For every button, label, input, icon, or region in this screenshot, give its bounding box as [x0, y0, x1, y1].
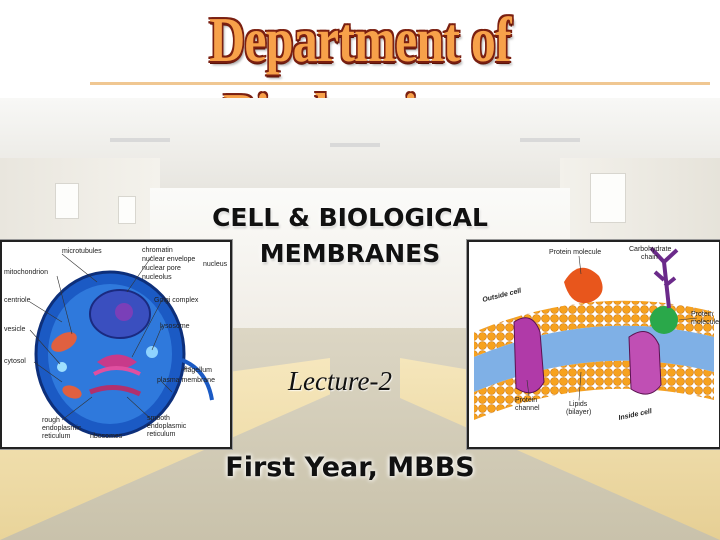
label-smooth-er: smooth — [147, 415, 170, 422]
label-outside-cell: Outside cell — [482, 287, 523, 304]
lecture-number: Lecture-2 — [288, 366, 392, 396]
label-rough-er-3: reticulum — [42, 433, 71, 440]
wall-poster — [590, 173, 626, 223]
label-nucleolus: nucleolus — [142, 274, 172, 281]
label-lipids-bilayer: (bilayer) — [566, 409, 591, 416]
label-protein-channel: Protein — [515, 397, 537, 404]
cell-membrane-diagram: Protein molecule Carbohydrate chain Outs… — [467, 240, 720, 449]
label-microtubules: microtubules — [62, 248, 102, 255]
label-flagellum: flagellum — [184, 367, 212, 374]
label-nucleus: nucleus — [203, 261, 228, 268]
golgi-stack — [93, 366, 141, 376]
lecture-heading: CELL & BIOLOGICAL MEMBRANES — [150, 200, 550, 272]
label-protein: Protein — [691, 311, 713, 318]
protein-molecule-right — [650, 306, 678, 334]
mitochondrion — [62, 385, 82, 399]
label-chromatin: chromatin — [142, 247, 173, 254]
label-ribosomes: ribosomes — [90, 433, 123, 440]
label-lipids: Lipids — [569, 401, 588, 408]
label-inside-cell: Inside cell — [618, 408, 654, 422]
lysosome — [146, 346, 158, 358]
rough-er — [89, 385, 142, 397]
lipid-bilayer-illustration: Protein molecule Carbohydrate chain Outs… — [474, 246, 719, 422]
label-mitochondrion: mitochondrion — [4, 269, 48, 276]
wall-poster — [118, 196, 136, 224]
heading-line-1: CELL & BIOLOGICAL — [212, 203, 488, 232]
label-leader-lines — [526, 255, 698, 401]
label-leader-lines — [29, 253, 193, 421]
title-banner: Department of Biochemistry — [0, 0, 720, 151]
label-rough-er: rough — [42, 417, 60, 424]
label-vesicle: vesicle — [4, 326, 26, 333]
flagellum — [181, 358, 214, 401]
animal-cell-diagram: microtubules chromatin nuclear envelope … — [0, 240, 232, 449]
label-cytosol: cytosol — [4, 358, 26, 365]
label-centriole: centriole — [4, 297, 31, 304]
label-nuclear-envelope: nuclear envelope — [142, 256, 195, 263]
label-plasma-membrane: plasma membrane — [157, 377, 215, 384]
heading-line-2: MEMBRANES — [259, 239, 441, 268]
animal-cell-illustration: microtubules chromatin nuclear envelope … — [4, 247, 228, 440]
ceiling-light — [330, 143, 380, 147]
ceiling-light — [110, 138, 170, 142]
audience-label: First Year, MBBS — [225, 452, 475, 483]
label-protein-molecule: Protein molecule — [549, 249, 601, 256]
nucleolus — [115, 303, 133, 321]
golgi-complex — [97, 354, 137, 370]
label-smooth-er-2: endoplasmic — [147, 423, 187, 430]
carbohydrate-chain — [649, 246, 679, 309]
protein-channel-2 — [628, 331, 662, 395]
label-golgi-complex: Golgi complex — [154, 297, 199, 304]
label-carbohydrate-chain: chain — [641, 254, 658, 261]
wall-poster — [55, 183, 79, 219]
mitochondrion — [51, 332, 77, 352]
banner-underline — [90, 82, 710, 85]
vesicle — [57, 362, 67, 372]
label-protein-channel-2: channel — [515, 405, 540, 412]
ceiling-light — [520, 138, 580, 142]
protein-molecule-top — [564, 267, 603, 304]
protein-channel — [513, 317, 545, 394]
label-protein-molecule-right: molecule — [691, 319, 719, 326]
label-nuclear-pore: nuclear pore — [142, 265, 181, 272]
label-carbohydrate: Carbohydrate — [629, 246, 672, 253]
label-smooth-er-3: reticulum — [147, 431, 176, 438]
label-lysosome: lysosome — [160, 323, 190, 330]
label-rough-er-2: endoplasmic — [42, 425, 82, 432]
